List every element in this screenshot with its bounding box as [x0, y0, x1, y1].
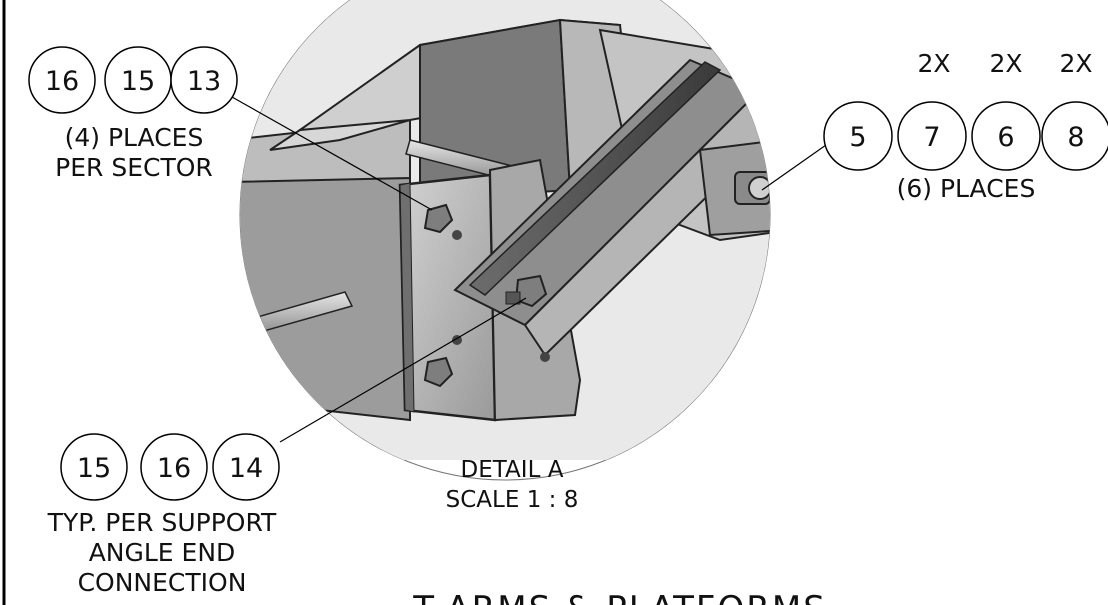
balloon-group-bottom-left: 15 16 14	[60, 433, 280, 501]
balloon-5: 5	[849, 122, 866, 153]
detail-label: DETAIL A	[461, 457, 564, 483]
bolt-right	[734, 171, 770, 205]
balloon-14-bottom: 14	[229, 453, 263, 484]
quantity-label-6: 2X	[989, 49, 1022, 78]
balloon-16-top: 16	[45, 66, 79, 97]
note-typ-line2: ANGLE END	[89, 538, 236, 567]
balloon-16-bottom: 16	[157, 453, 191, 484]
note-six-places: (6) PLACES	[897, 174, 1036, 203]
note-places-per-sector-line2: PER SECTOR	[55, 153, 213, 182]
note-typ-line3: CONNECTION	[78, 568, 247, 597]
leader-line-right	[761, 144, 827, 191]
balloon-8: 8	[1067, 122, 1084, 153]
balloon-6: 6	[997, 122, 1014, 153]
leader-line-bottom-left	[279, 297, 527, 443]
quantity-label-7: 2X	[917, 49, 950, 78]
bolt-center	[505, 274, 548, 308]
bracket-rendering	[240, 0, 770, 460]
balloon-13-top: 13	[187, 66, 221, 97]
leader-line-top-left	[231, 96, 433, 211]
balloon-group-right: 5 7 6 8	[823, 101, 1108, 171]
note-typ-line1: TYP. PER SUPPORT	[47, 508, 277, 537]
sheet-title: T-ARMS & PLATFORMS	[412, 589, 827, 605]
balloon-15-top: 15	[121, 66, 155, 97]
scale-label: SCALE 1 : 8	[446, 487, 579, 513]
quantity-label-8: 2X	[1059, 49, 1092, 78]
balloon-15-bottom: 15	[77, 453, 111, 484]
bolt-upper	[423, 203, 462, 240]
balloon-group-top-left: 16 15 13	[28, 46, 238, 114]
note-places-per-sector-line1: (4) PLACES	[65, 123, 204, 152]
balloon-7: 7	[923, 122, 940, 153]
